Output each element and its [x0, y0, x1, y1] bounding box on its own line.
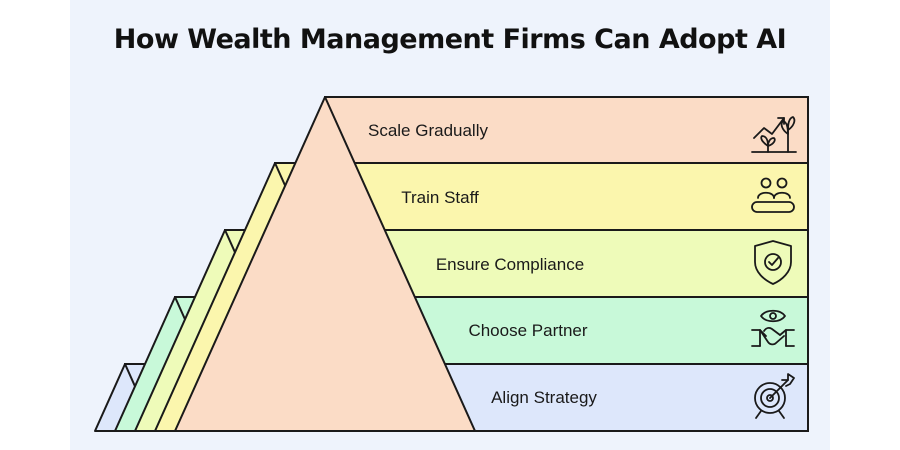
shield-check-icon	[754, 240, 792, 285]
step-label-align-strategy: Align Strategy	[491, 388, 597, 407]
step-label-scale-gradually: Scale Gradually	[368, 121, 489, 140]
step-row-scale-gradually	[324, 96, 809, 164]
step-label-ensure-compliance: Ensure Compliance	[436, 255, 584, 274]
page-title: How Wealth Management Firms Can Adopt AI	[113, 24, 787, 55]
triangle-scale-gradually	[174, 96, 476, 432]
step-label-train-staff: Train Staff	[401, 188, 479, 207]
growth-plants-icon	[751, 116, 797, 153]
team-training-icon	[751, 177, 795, 213]
step-label-choose-partner: Choose Partner	[468, 321, 587, 340]
target-arrow-icon	[754, 373, 795, 419]
handshake-eye-icon	[751, 309, 795, 347]
